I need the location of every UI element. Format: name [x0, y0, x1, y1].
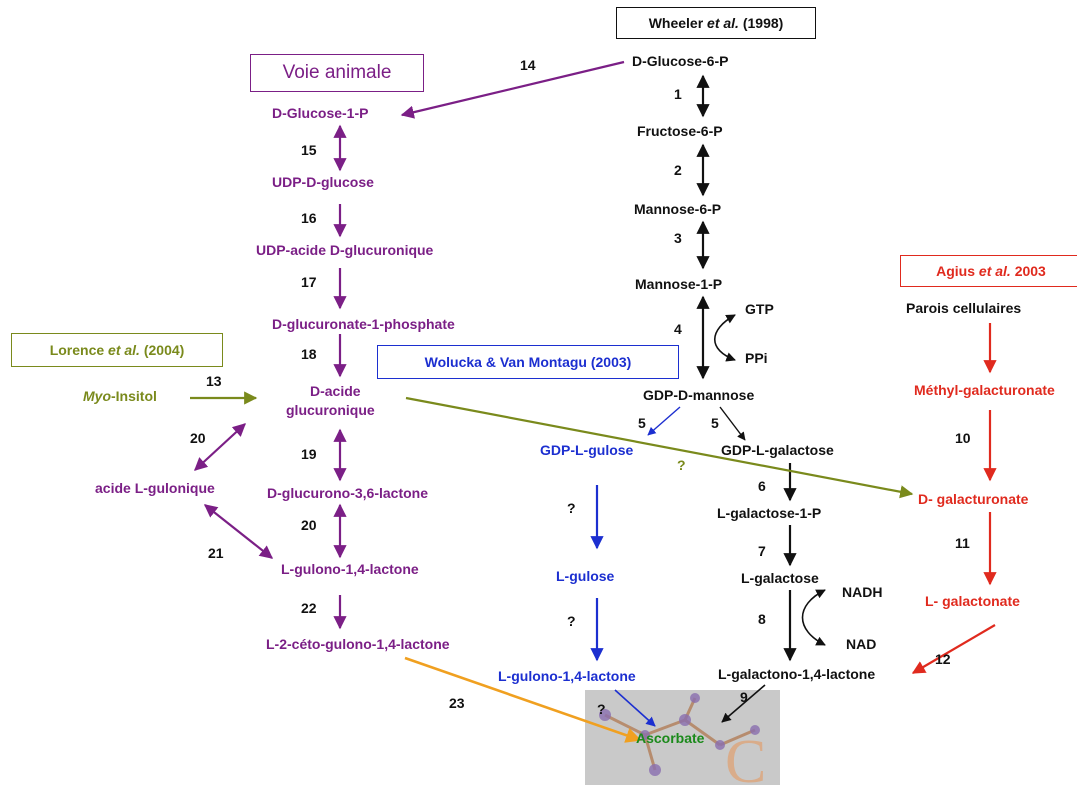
unknown-step-blue-2: ?: [567, 613, 576, 629]
arrow-step-14: [400, 60, 625, 119]
compound-mannose-6p: Mannose-6-P: [634, 201, 722, 217]
arrow-step-20-diagonal: [194, 423, 246, 471]
ref-animal-box: Voie animale: [250, 54, 424, 92]
ref-wolucka-box: Wolucka & Van Montagu (2003): [377, 345, 679, 379]
ascorbate-molecule-image: C: [585, 690, 780, 785]
compound-parois-cellulaires: Parois cellulaires: [906, 300, 1022, 316]
compound-d-glucose-1p: D-Glucose-1-P: [272, 105, 369, 121]
ref-lorence-em: et al.: [108, 342, 140, 358]
compound-l-gulono-lactone: L-gulono-1,4-lactone: [281, 561, 419, 577]
step-19: 19: [301, 446, 317, 462]
unknown-step-blue-1: ?: [567, 500, 576, 516]
step-5-left: 5: [638, 415, 646, 431]
compound-acide-l-gulonique: acide L-gulonique: [95, 480, 215, 496]
compound-gdp-l-galactose: GDP-L-galactose: [721, 442, 834, 458]
unknown-step-ascorbate: ?: [597, 701, 606, 717]
arrow-step-9: [721, 684, 766, 723]
ref-agius-post: 2003: [1010, 263, 1046, 279]
ref-agius-box: Agius et al. 2003: [900, 255, 1077, 287]
ref-wheeler-post: (1998): [738, 15, 784, 31]
step-2: 2: [674, 162, 682, 178]
step-9: 9: [740, 689, 748, 705]
step-1: 1: [674, 86, 682, 102]
step-13: 13: [206, 373, 222, 389]
arrow-step-23: [404, 656, 642, 743]
arrow-nadh-nad: [801, 589, 826, 646]
compound-myo-inositol: Myo-Insitol: [83, 388, 157, 404]
compound-udp-glucuronique: UDP-acide D-glucuronique: [256, 242, 434, 258]
arrow-gtp-ppi: [714, 314, 736, 362]
step-21: 21: [208, 545, 224, 561]
ref-wheeler-pre: Wheeler: [648, 15, 708, 31]
step-18: 18: [301, 346, 317, 362]
svg-text:C: C: [725, 728, 766, 785]
compound-d-glucose-6p: D-Glucose-6-P: [632, 53, 729, 69]
compound-l-gulose: L-gulose: [556, 568, 615, 584]
step-8: 8: [758, 611, 766, 627]
compound-d-acide: D-acide: [310, 383, 361, 399]
step-22: 22: [301, 600, 317, 616]
compound-myo-prefix: Myo: [83, 388, 111, 404]
step-20-diagonal: 20: [190, 430, 206, 446]
compound-d-galacturonate: D- galacturonate: [918, 491, 1029, 507]
step-5-right: 5: [711, 415, 719, 431]
step-16: 16: [301, 210, 317, 226]
arrow-step-5-left: [647, 406, 681, 436]
arrow-step-12: [911, 624, 996, 674]
compound-d-glucuronate-1p: D-glucuronate-1-phosphate: [272, 316, 455, 332]
compound-l-gulono-lactone-blue: L-gulono-1,4-lactone: [498, 668, 636, 684]
ref-agius-pre: Agius: [936, 263, 979, 279]
step-4: 4: [674, 321, 682, 337]
step-20-vertical: 20: [301, 517, 317, 533]
step-12: 12: [935, 651, 951, 667]
compound-udp-d-glucose: UDP-D-glucose: [272, 174, 374, 190]
compound-l-galactose-1p: L-galactose-1-P: [717, 505, 822, 521]
ref-wolucka-label: Wolucka & Van Montagu (2003): [424, 354, 632, 370]
compound-ppi: PPi: [745, 350, 768, 366]
step-10: 10: [955, 430, 971, 446]
compound-methyl-galacturonate: Méthyl-galacturonate: [914, 382, 1055, 398]
compound-d-glucurono-lactone: D-glucurono-3,6-lactone: [267, 485, 429, 501]
compound-l-2-ceto: L-2-céto-gulono-1,4-lactone: [266, 636, 450, 652]
arrow-olive-galacturonate: [405, 396, 914, 499]
ref-animal-label: Voie animale: [282, 62, 392, 83]
compound-l-galactonate: L- galactonate: [925, 593, 1020, 609]
compound-glucuronique: glucuronique: [286, 402, 375, 418]
compound-ascorbate: Ascorbate: [636, 730, 705, 746]
step-7: 7: [758, 543, 766, 559]
compound-l-galactose: L-galactose: [741, 570, 819, 586]
ref-wheeler-box: Wheeler et al. (1998): [616, 7, 816, 39]
ref-lorence-post: (2004): [139, 342, 185, 358]
ref-lorence-box: Lorence et al. (2004): [11, 333, 223, 367]
ref-lorence-pre: Lorence: [49, 342, 109, 358]
arrow-step-21: [203, 504, 274, 559]
compound-mannose-1p: Mannose-1-P: [635, 276, 723, 292]
unknown-step-olive: ?: [677, 457, 686, 473]
step-17: 17: [301, 274, 317, 290]
step-3: 3: [674, 230, 682, 246]
compound-l-galactono-lactone: L-galactono-1,4-lactone: [718, 666, 876, 682]
compound-fructose-6p: Fructose-6-P: [637, 123, 723, 139]
step-14: 14: [520, 57, 536, 73]
ref-agius-em: et al.: [978, 263, 1011, 279]
ref-wheeler-em: et al.: [707, 15, 739, 31]
compound-nadh: NADH: [842, 584, 883, 600]
compound-nad: NAD: [846, 636, 877, 652]
arrow-blue-ascorbate: [614, 689, 656, 727]
arrow-step-5-right: [719, 406, 746, 441]
compound-gdp-l-gulose: GDP-L-gulose: [540, 442, 634, 458]
step-15: 15: [301, 142, 317, 158]
compound-gtp: GTP: [745, 301, 774, 317]
step-11: 11: [955, 535, 970, 551]
step-23: 23: [449, 695, 465, 711]
step-6: 6: [758, 478, 766, 494]
compound-gdp-d-mannose: GDP-D-mannose: [643, 387, 755, 403]
compound-myo-rest: -Insitol: [111, 388, 157, 404]
